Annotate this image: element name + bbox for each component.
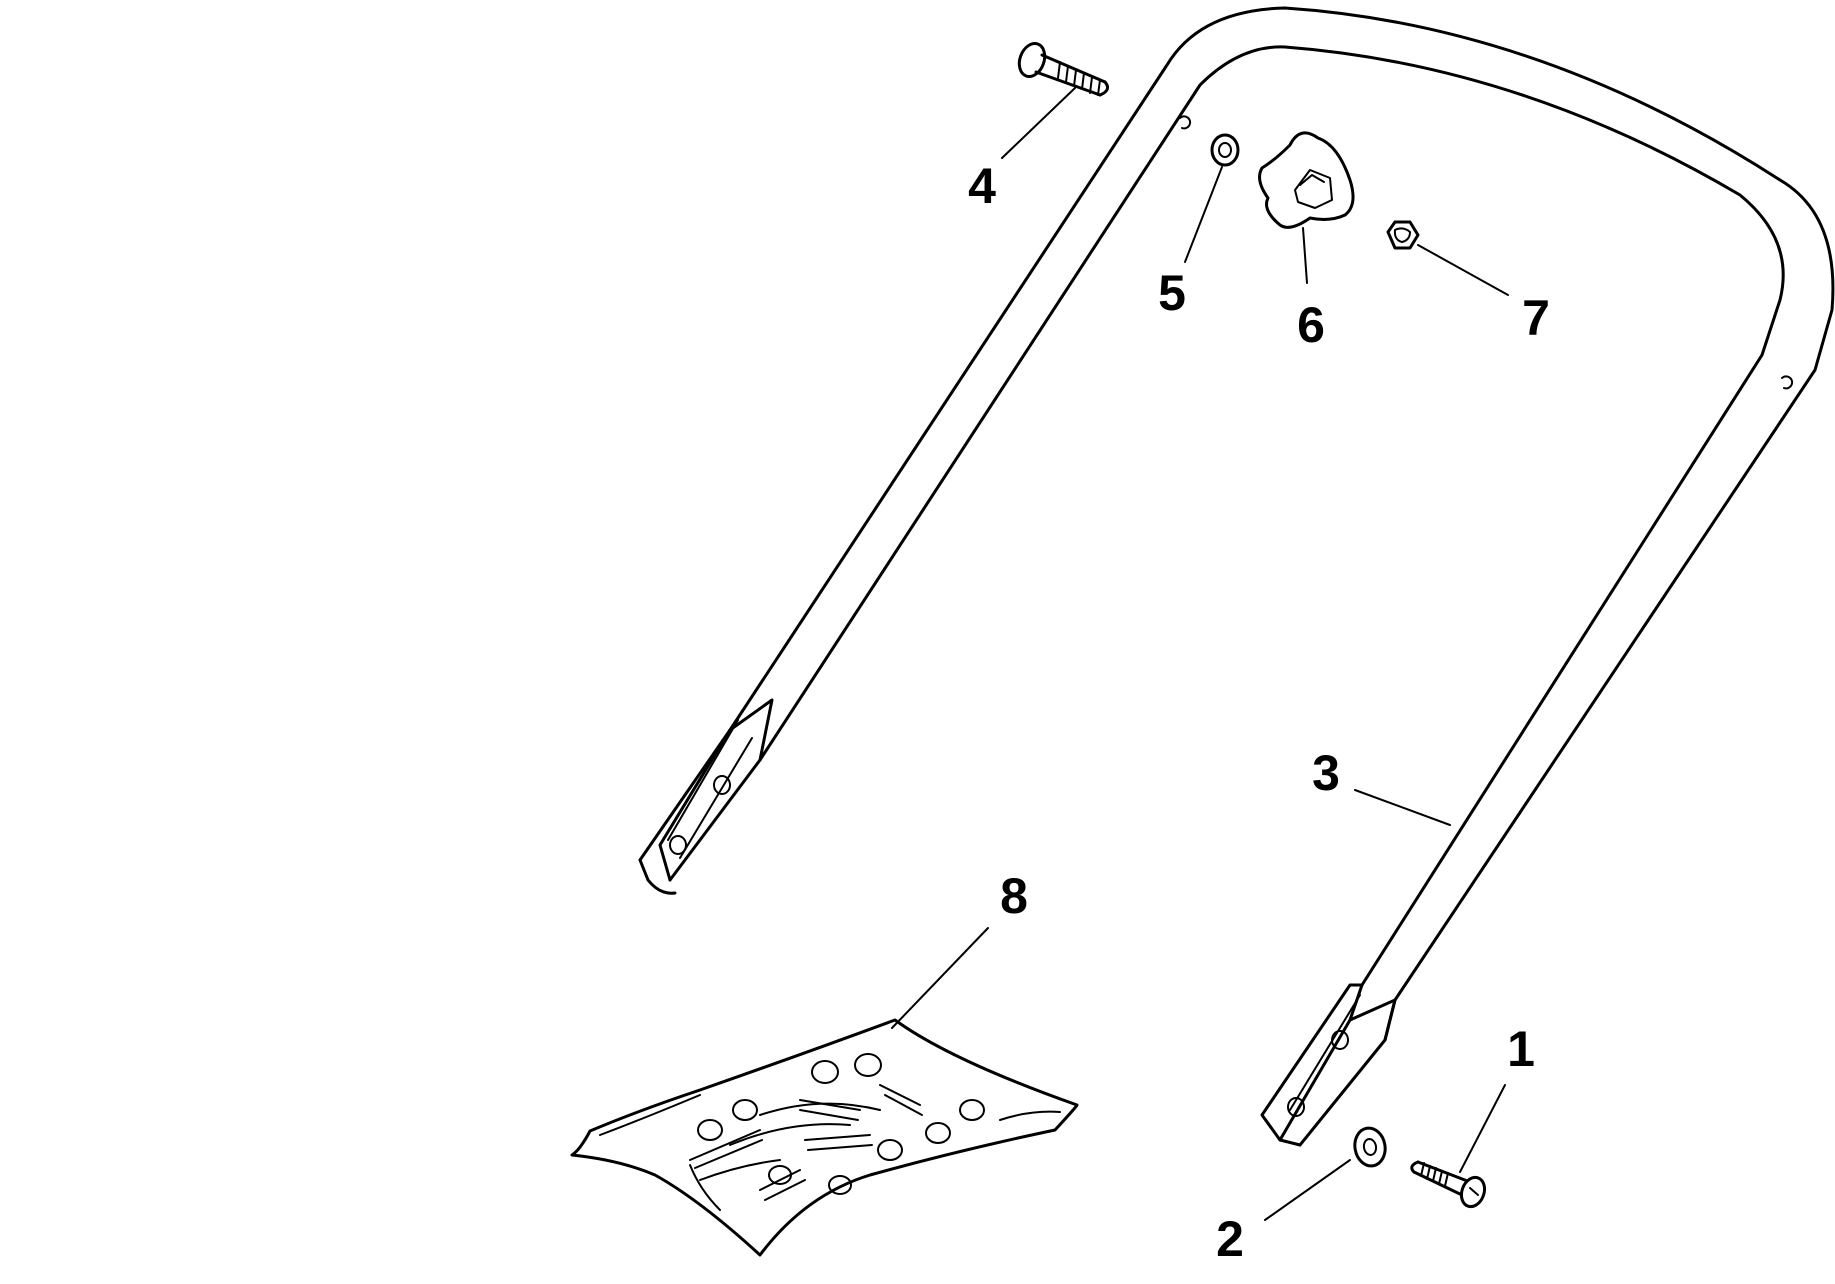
flat-washer — [1353, 1126, 1387, 1168]
tube-hole-mark-left — [1179, 115, 1192, 130]
callout-2: 2 — [1216, 1211, 1244, 1267]
leader-lines — [891, 87, 1509, 1221]
callout-labels: 1 2 3 4 5 6 7 8 — [968, 158, 1550, 1267]
tube-hole-mark-right — [1781, 375, 1794, 390]
leader-3 — [1354, 789, 1451, 826]
leader-4 — [1001, 87, 1076, 159]
callout-1: 1 — [1507, 1021, 1535, 1077]
screw-bolt — [1410, 1160, 1487, 1209]
callout-6: 6 — [1297, 297, 1325, 353]
callout-7: 7 — [1522, 290, 1550, 346]
leader-8 — [891, 927, 989, 1029]
leader-1 — [1459, 1084, 1506, 1173]
leader-7 — [1417, 244, 1509, 296]
hex-nut — [1386, 220, 1420, 250]
hardware-bag — [570, 1018, 1079, 1257]
carriage-bolt — [1017, 42, 1110, 97]
callout-5: 5 — [1158, 265, 1186, 321]
star-knob — [1258, 131, 1355, 229]
right-foot — [1260, 983, 1397, 1147]
left-foot — [638, 698, 774, 895]
bag-contents — [689, 1053, 985, 1201]
handle-tube — [638, 6, 1835, 1147]
callout-8: 8 — [1000, 868, 1028, 924]
leader-6 — [1302, 227, 1308, 284]
leader-5 — [1184, 166, 1223, 263]
callout-3: 3 — [1312, 745, 1340, 801]
washer-small — [1210, 133, 1240, 167]
callout-4: 4 — [968, 158, 996, 214]
leader-2 — [1264, 1159, 1351, 1221]
